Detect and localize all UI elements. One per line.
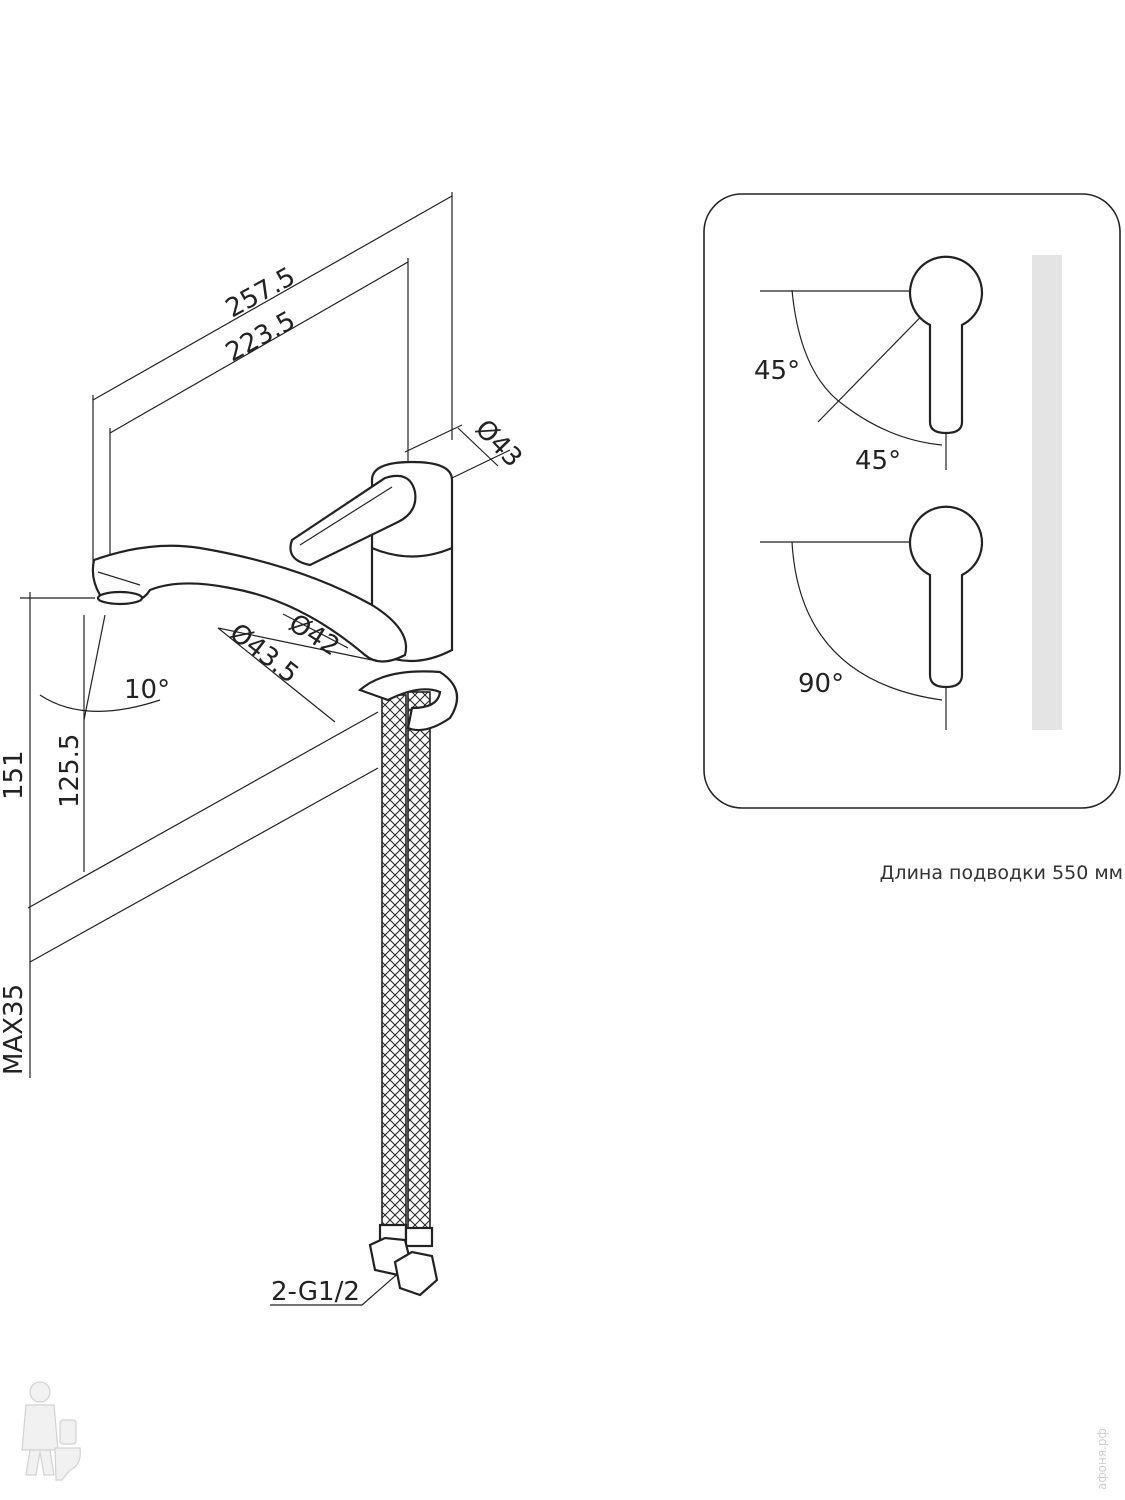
angle-label-90: 90°	[798, 669, 844, 699]
dim-spout-height: 125.5	[55, 734, 85, 808]
dim-connection: 2-G1/2	[271, 1277, 360, 1307]
hose-left	[381, 694, 407, 1231]
hose-length-note: Длина подводки 550 мм	[880, 862, 1123, 884]
angle-label-45-a: 45°	[754, 356, 800, 386]
plumber-logo	[21, 1381, 81, 1481]
faucet-illustration	[91, 460, 459, 1297]
dim-diameter-top: Ø43	[469, 414, 528, 473]
handle-rotation-panel: 45° 45° 90°	[703, 193, 1121, 809]
wall-indicator	[1032, 255, 1062, 730]
faucet-spout	[91, 544, 408, 663]
dim-total-height: 151	[0, 750, 29, 800]
handle-top-view-45: 45° 45°	[754, 255, 984, 476]
watermark-text: афоня.рф	[1095, 1428, 1109, 1490]
dim-max-counter: MAX35	[0, 984, 29, 1075]
hose-right	[407, 691, 431, 1233]
mounting-washer	[357, 670, 459, 732]
dim-spout-angle: 10°	[124, 675, 170, 705]
angle-label-45-b: 45°	[855, 446, 901, 476]
faucet-handle	[289, 474, 417, 567]
dimension-lines	[20, 192, 511, 1306]
handle-top-view-90: 90°	[760, 505, 984, 730]
hose-fittings	[368, 1223, 439, 1297]
dimension-labels: 257.5 223.5 Ø43 Ø42 Ø43.5 10° 151 125.5 …	[0, 262, 528, 1307]
